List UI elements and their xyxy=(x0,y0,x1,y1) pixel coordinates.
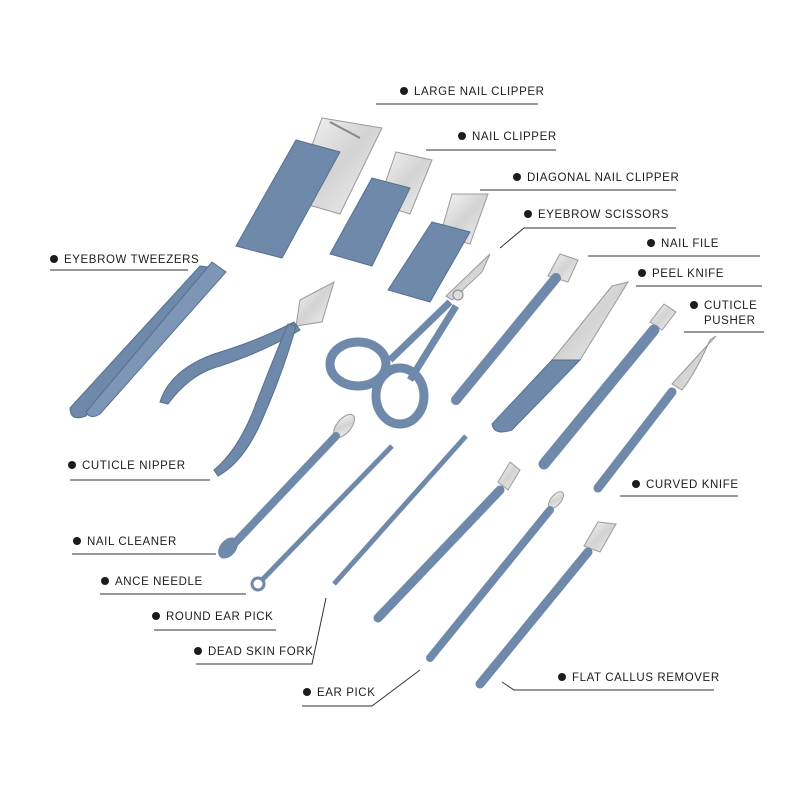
label-nail-cleaner: NAIL CLEANER xyxy=(73,536,177,549)
bullet-icon xyxy=(68,461,76,469)
bullet-icon xyxy=(513,173,521,181)
flat-callus-remover-image xyxy=(475,521,617,689)
label-ear-pick: EAR PICK xyxy=(303,687,375,700)
label-nail-file: NAIL FILE xyxy=(647,238,719,251)
bullet-icon xyxy=(558,673,566,681)
bullet-icon xyxy=(50,255,58,263)
label-text: NAIL CLIPPER xyxy=(472,131,557,143)
large-nail-clipper-image xyxy=(235,117,383,259)
label-cuticle-nipper: CUTICLE NIPPER xyxy=(68,460,186,473)
eyebrow-scissors-image xyxy=(325,253,491,429)
bullet-icon xyxy=(73,537,81,545)
label-large-nail-clipper: LARGE NAIL CLIPPER xyxy=(400,86,545,99)
bullet-icon xyxy=(194,647,202,655)
label-text: PEEL KNIFE xyxy=(652,268,725,280)
bullet-icon xyxy=(303,688,311,696)
label-text: NAIL FILE xyxy=(661,238,720,250)
bullet-icon xyxy=(152,612,160,620)
leader-lines xyxy=(50,103,764,707)
label-text: LARGE NAIL CLIPPER xyxy=(414,86,545,98)
diagonal-nail-clipper-image xyxy=(387,193,489,303)
bullet-icon xyxy=(638,269,646,277)
nail-cleaner-image xyxy=(218,413,355,559)
bullet-icon xyxy=(101,577,109,585)
label-eyebrow-scissors: EYEBROW SCISSORS xyxy=(524,209,669,222)
label-text: ANCE NEEDLE xyxy=(115,576,203,588)
bullet-icon xyxy=(524,210,532,218)
dead-skin-fork-image xyxy=(373,461,521,623)
label-text: CUTICLE NIPPER xyxy=(82,460,186,472)
nail-file-image xyxy=(451,253,579,405)
label-dead-skin-fork: DEAD SKIN FORK xyxy=(194,646,314,659)
bullet-icon xyxy=(647,239,655,247)
eyebrow-tweezers-image xyxy=(69,261,227,419)
label-text: DEAD SKIN FORK xyxy=(208,646,314,658)
nail-clipper-image xyxy=(329,151,433,267)
label-text: ROUND EAR PICK xyxy=(166,611,274,623)
label-ance-needle: ANCE NEEDLE xyxy=(101,576,203,589)
label-diagonal-nail-clipper: DIAGONAL NAIL CLIPPER xyxy=(513,172,679,185)
curved-knife-image xyxy=(593,335,717,493)
ear-pick-image xyxy=(426,491,564,662)
bullet-icon xyxy=(400,87,408,95)
label-text: DIAGONAL NAIL CLIPPER xyxy=(527,172,680,184)
label-text: EYEBROW SCISSORS xyxy=(538,209,670,221)
cuticle-pusher-image xyxy=(538,303,677,470)
cuticle-nipper-image xyxy=(159,280,335,477)
label-text: CUTICLE xyxy=(704,300,758,312)
label-text: EAR PICK xyxy=(317,687,376,699)
ance-needle-image xyxy=(250,444,394,592)
label-text: EYEBROW TWEEZERS xyxy=(64,254,200,266)
label-eyebrow-tweezers: EYEBROW TWEEZERS xyxy=(50,254,199,267)
label-text: CURVED KNIFE xyxy=(646,479,739,491)
label-peel-knife: PEEL KNIFE xyxy=(638,268,724,281)
label-text: NAIL CLEANER xyxy=(87,536,177,548)
label-cuticle-pusher: CUTICLE xyxy=(690,300,757,313)
bullet-icon xyxy=(458,132,466,140)
peel-knife-image xyxy=(491,281,630,433)
round-ear-pick-image xyxy=(332,434,468,586)
label-flat-callus-remover: FLAT CALLUS REMOVER xyxy=(558,672,720,685)
bullet-icon xyxy=(632,480,640,488)
label-nail-clipper: NAIL CLIPPER xyxy=(458,131,557,144)
label-cuticle-pusher-line2: PUSHER xyxy=(704,315,756,327)
label-curved-knife: CURVED KNIFE xyxy=(632,479,739,492)
label-round-ear-pick: ROUND EAR PICK xyxy=(152,611,273,624)
label-text: FLAT CALLUS REMOVER xyxy=(572,672,720,684)
bullet-icon xyxy=(690,301,698,309)
